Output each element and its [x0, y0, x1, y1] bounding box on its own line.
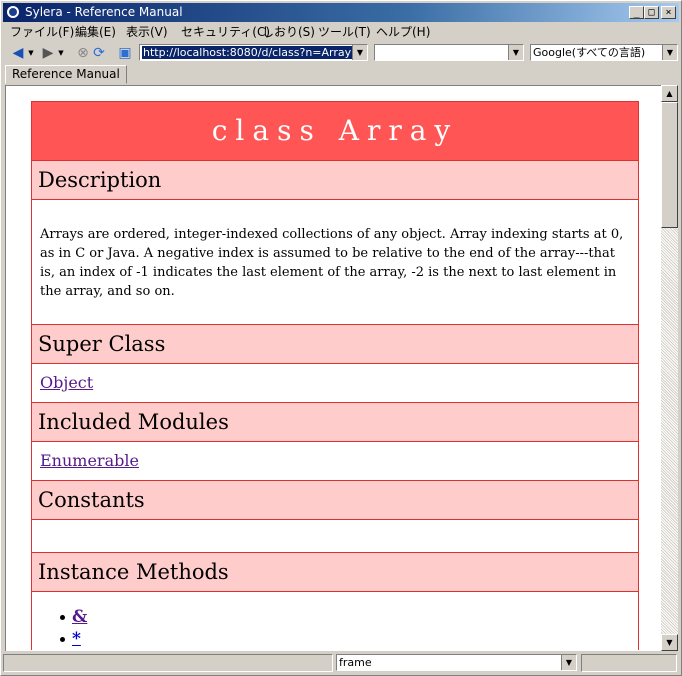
title-bar[interactable]: Sylera - Reference Manual _ □ ×: [3, 3, 679, 22]
minimize-button[interactable]: _: [629, 6, 644, 19]
methods-heading: Instance Methods: [32, 553, 638, 592]
scroll-thumb[interactable]: [661, 102, 678, 228]
method-link[interactable]: *: [72, 629, 81, 649]
status-extra-pane: [581, 654, 677, 672]
close-button[interactable]: ×: [661, 6, 676, 19]
menu-edit[interactable]: 編集(E): [75, 25, 116, 39]
page-viewport: class Array Description Arrays are order…: [5, 85, 661, 651]
reference-page: class Array Description Arrays are order…: [31, 101, 639, 650]
modules-heading: Included Modules: [32, 403, 638, 442]
back-icon[interactable]: ◀: [12, 45, 24, 61]
menu-tools[interactable]: ツール(T): [318, 25, 371, 39]
menu-view[interactable]: 表示(V): [126, 25, 168, 39]
page-icon: ▣: [118, 45, 132, 61]
toolbar: ◀ ▼ ▶ ▼ ⊗ ⟳ ▣ http://localhost:8080/d/cl…: [3, 42, 679, 64]
search-engine-label: Google(すべての言語): [533, 46, 646, 59]
frame-label: frame: [339, 656, 372, 669]
reload-icon[interactable]: ⟳: [93, 45, 105, 61]
superclass-link[interactable]: Object: [40, 373, 94, 392]
superclass-heading: Super Class: [32, 325, 638, 364]
modules-row: Enumerable: [32, 442, 638, 481]
description-heading: Description: [32, 161, 638, 200]
constants-heading: Constants: [32, 481, 638, 520]
maximize-button[interactable]: □: [644, 6, 659, 19]
status-bar: frame ▼: [3, 653, 679, 673]
scroll-down-button[interactable]: ▼: [661, 634, 678, 651]
menu-bar: ファイル(F) 編集(E) 表示(V) セキュリティ(C) しおり(S) ツール…: [3, 23, 679, 42]
tab-bar: Reference Manual: [3, 64, 679, 84]
menu-bookmarks[interactable]: しおり(S): [262, 25, 315, 39]
frame-dropdown-icon[interactable]: ▼: [561, 655, 576, 670]
page-title: class Array: [32, 102, 638, 161]
description-text: Arrays are ordered, integer-indexed coll…: [32, 200, 638, 325]
address-text[interactable]: http://localhost:8080/d/class?n=Array: [142, 46, 353, 59]
list-item: *: [60, 628, 638, 650]
secondary-dropdown[interactable]: ▼: [374, 44, 524, 61]
search-engine-dropdown-icon[interactable]: ▼: [662, 45, 677, 60]
module-link[interactable]: Enumerable: [40, 451, 139, 470]
back-dropdown-icon[interactable]: ▼: [28, 49, 34, 57]
vertical-scrollbar[interactable]: ▲ ▼: [661, 85, 678, 651]
secondary-dropdown-icon[interactable]: ▼: [508, 45, 523, 60]
window-title: Sylera - Reference Manual: [25, 5, 183, 19]
app-icon: [7, 6, 19, 18]
method-link[interactable]: &: [72, 607, 88, 627]
scroll-up-button[interactable]: ▲: [661, 85, 678, 102]
status-text-pane: [3, 654, 333, 672]
methods-list: & *: [32, 592, 638, 650]
frame-select[interactable]: frame ▼: [336, 654, 577, 671]
superclass-row: Object: [32, 364, 638, 403]
tab-reference-manual[interactable]: Reference Manual: [5, 65, 127, 84]
list-item: &: [60, 606, 638, 628]
forward-dropdown-icon[interactable]: ▼: [58, 49, 64, 57]
menu-help[interactable]: ヘルプ(H): [376, 25, 431, 39]
search-engine-select[interactable]: Google(すべての言語) ▼: [530, 44, 678, 61]
menu-file[interactable]: ファイル(F): [10, 25, 75, 39]
constants-body: [32, 520, 638, 553]
stop-icon[interactable]: ⊗: [77, 45, 89, 61]
menu-security[interactable]: セキュリティ(C): [181, 25, 271, 39]
address-bar[interactable]: http://localhost:8080/d/class?n=Array ▼: [139, 44, 368, 61]
address-dropdown-icon[interactable]: ▼: [352, 45, 367, 60]
forward-icon[interactable]: ▶: [42, 45, 54, 61]
